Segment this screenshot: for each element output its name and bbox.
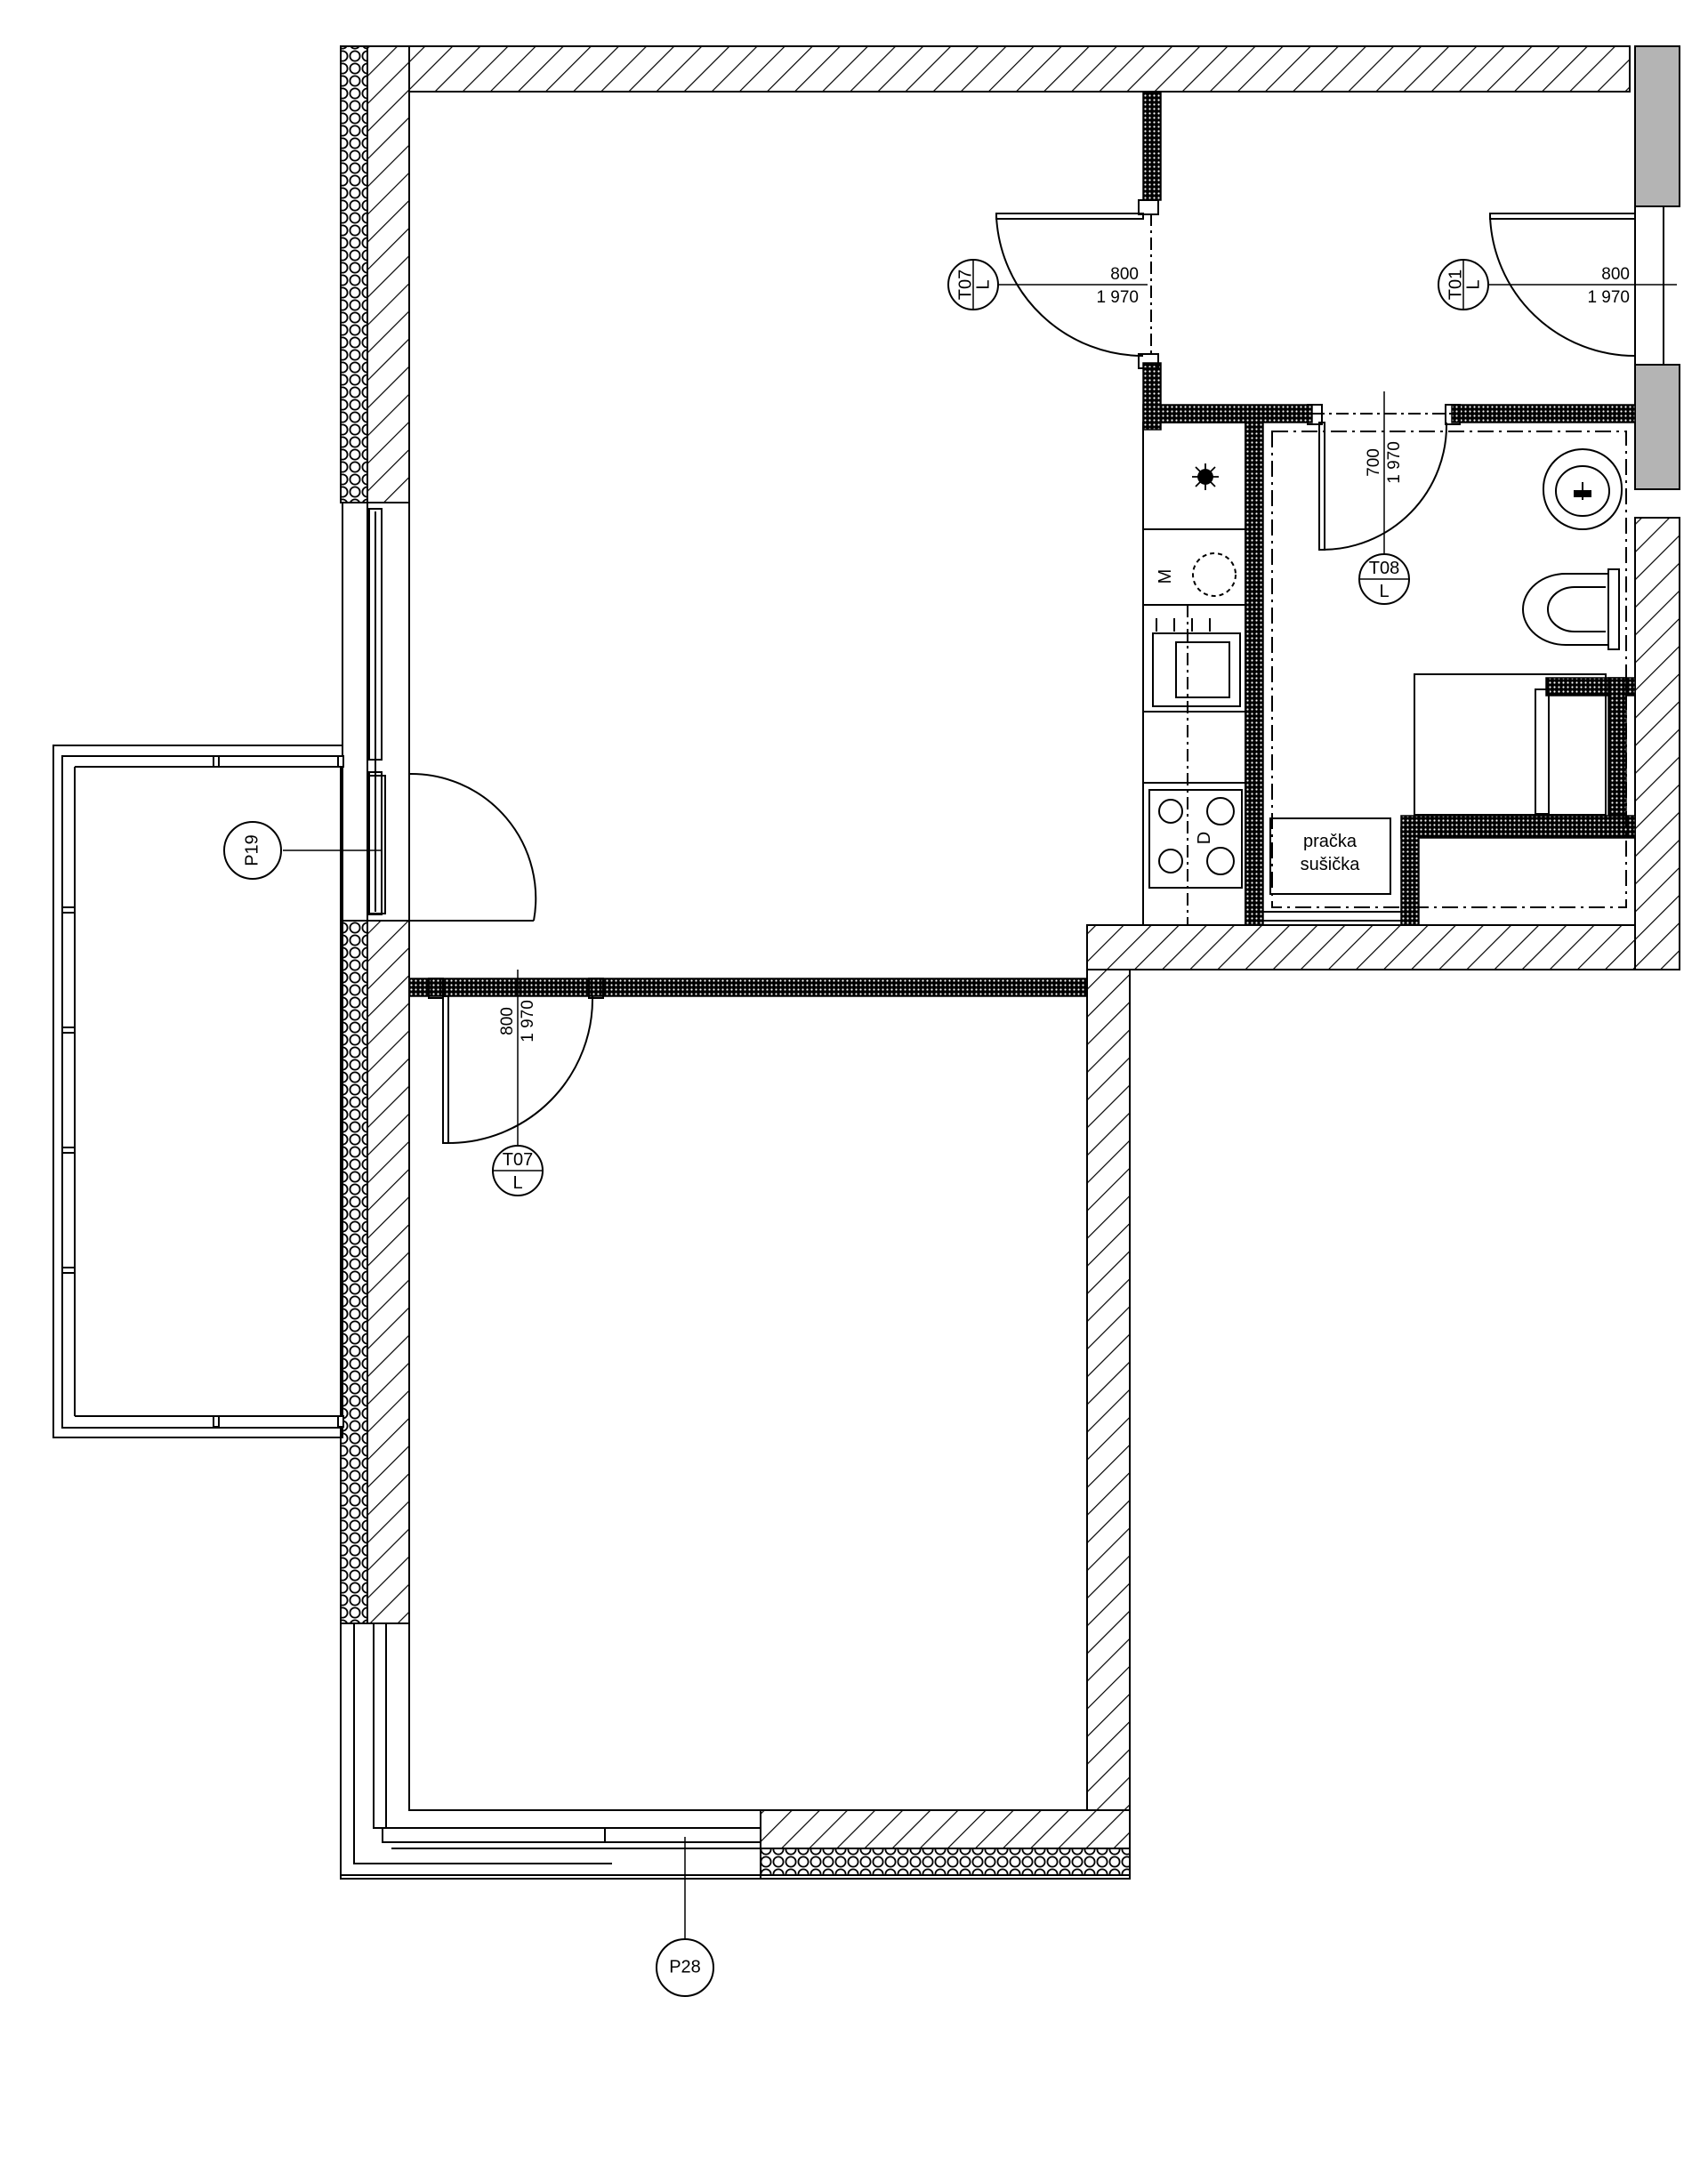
dishwasher-letter: D [1195,832,1214,844]
hob-ring-3 [1158,799,1183,824]
door-tag-t07-number: T07 [955,270,975,300]
bathroom-outline [1271,431,1627,908]
door-tag-t08-number: T08 [1369,559,1399,578]
door-swings [368,199,1664,1144]
washer-label-1: pračka [1303,832,1358,851]
door-tag-t08-handing: L [1379,582,1389,601]
door-t01-height: 1 970 [1587,288,1630,307]
kitchen-counter [1142,422,1246,926]
microwave-letter: M [1156,569,1175,584]
sink-basin [1555,465,1610,517]
east-wall-bath [1634,517,1680,970]
window-tag-p19-label: P19 [242,834,262,866]
balcony-post [213,755,220,768]
shower-tray [1414,673,1607,816]
bathroom [1263,431,1627,922]
walls [340,45,1680,1880]
door-tag-t08: T08 L 700 1 970 [1358,391,1410,605]
door-tag-t07-living: T07 L 800 1 970 [492,970,544,1196]
shower-screen [1535,688,1550,815]
hob-ring-4 [1158,849,1183,874]
door-tag-t07-bedroom: T07 L 800 1 970 [947,259,1148,310]
balcony-post [61,906,76,914]
door-corridor-swing [1489,206,1664,365]
toilet [1522,573,1609,646]
balcony-post [337,755,344,768]
window-south-living [340,1622,761,1880]
partition-bath-north-2 [1451,404,1636,423]
door-t07-width: 800 [1110,265,1139,284]
balcony-post [337,1415,344,1428]
oven-icon [1152,632,1241,707]
west-wall-middle [367,920,410,1624]
balcony-posts [61,755,344,1428]
balcony-post [61,1267,76,1274]
balcony-post [61,1027,76,1034]
kitchen [1142,422,1246,926]
door-bedroom-swing [995,199,1159,369]
door-tag-t01-number: T01 [1446,270,1465,300]
west-insulation-upper [340,45,368,503]
door-t07-height: 1 970 [1096,288,1139,307]
partition-niche [1400,815,1636,839]
extractor-icon [1192,463,1219,490]
south-insulation-living [760,1848,1131,1876]
door-t07-living-width: 800 [498,1007,517,1035]
partition-shower-side [1607,677,1627,817]
partition-bedroom-north [1142,91,1162,201]
hob-ring-1 [1206,797,1235,825]
hob-ring-2 [1206,847,1235,875]
partition-bath-west [1245,422,1264,926]
window-tag-p19: P19 [223,821,383,880]
hob-icon [1148,789,1243,889]
neighbour-wall-lower [1634,364,1680,490]
window-west-upper [342,502,410,922]
door-bathroom-swing [1307,404,1461,551]
partitions [408,91,1636,997]
door-tag-t01: T01 L 800 1 970 [1438,259,1677,310]
south-wall-living [760,1809,1131,1849]
partition-living [408,978,1088,997]
balcony [52,745,343,1438]
west-wall-upper [367,45,410,503]
door-living-swing [428,978,604,1144]
balcony-post [213,1415,220,1428]
window-tag-p28: P28 [656,1837,714,1997]
east-wall-living [1086,924,1131,1816]
window-tag-p28-label: P28 [669,1957,701,1977]
washer-label-2: sušička [1301,855,1361,874]
north-wall [408,45,1631,93]
door-t08-height: 1 970 [1385,441,1404,484]
door-tag-t07-living-handing: L [512,1173,522,1193]
balcony-outline [52,745,343,1438]
neighbour-wall [1634,45,1680,207]
south-wall-kitchen [1086,924,1680,970]
balcony-post [61,1147,76,1154]
door-balcony-swing [368,772,537,922]
door-t07-living-height: 1 970 [519,1000,537,1043]
door-tag-t01-handing: L [1463,279,1483,289]
microwave-icon [1192,552,1237,597]
door-t08-width: 700 [1365,448,1383,477]
door-tag-t07-living-number: T07 [503,1150,533,1170]
partition-niche-side [1400,826,1420,926]
washer-dryer [1269,817,1391,895]
balcony-inner [61,755,342,1429]
door-t01-width: 800 [1601,265,1630,284]
door-tag-t07-handing: L [973,279,993,289]
sink [1543,448,1623,530]
west-insulation-middle [340,920,368,1624]
partition-bath-north-1 [1142,404,1313,423]
